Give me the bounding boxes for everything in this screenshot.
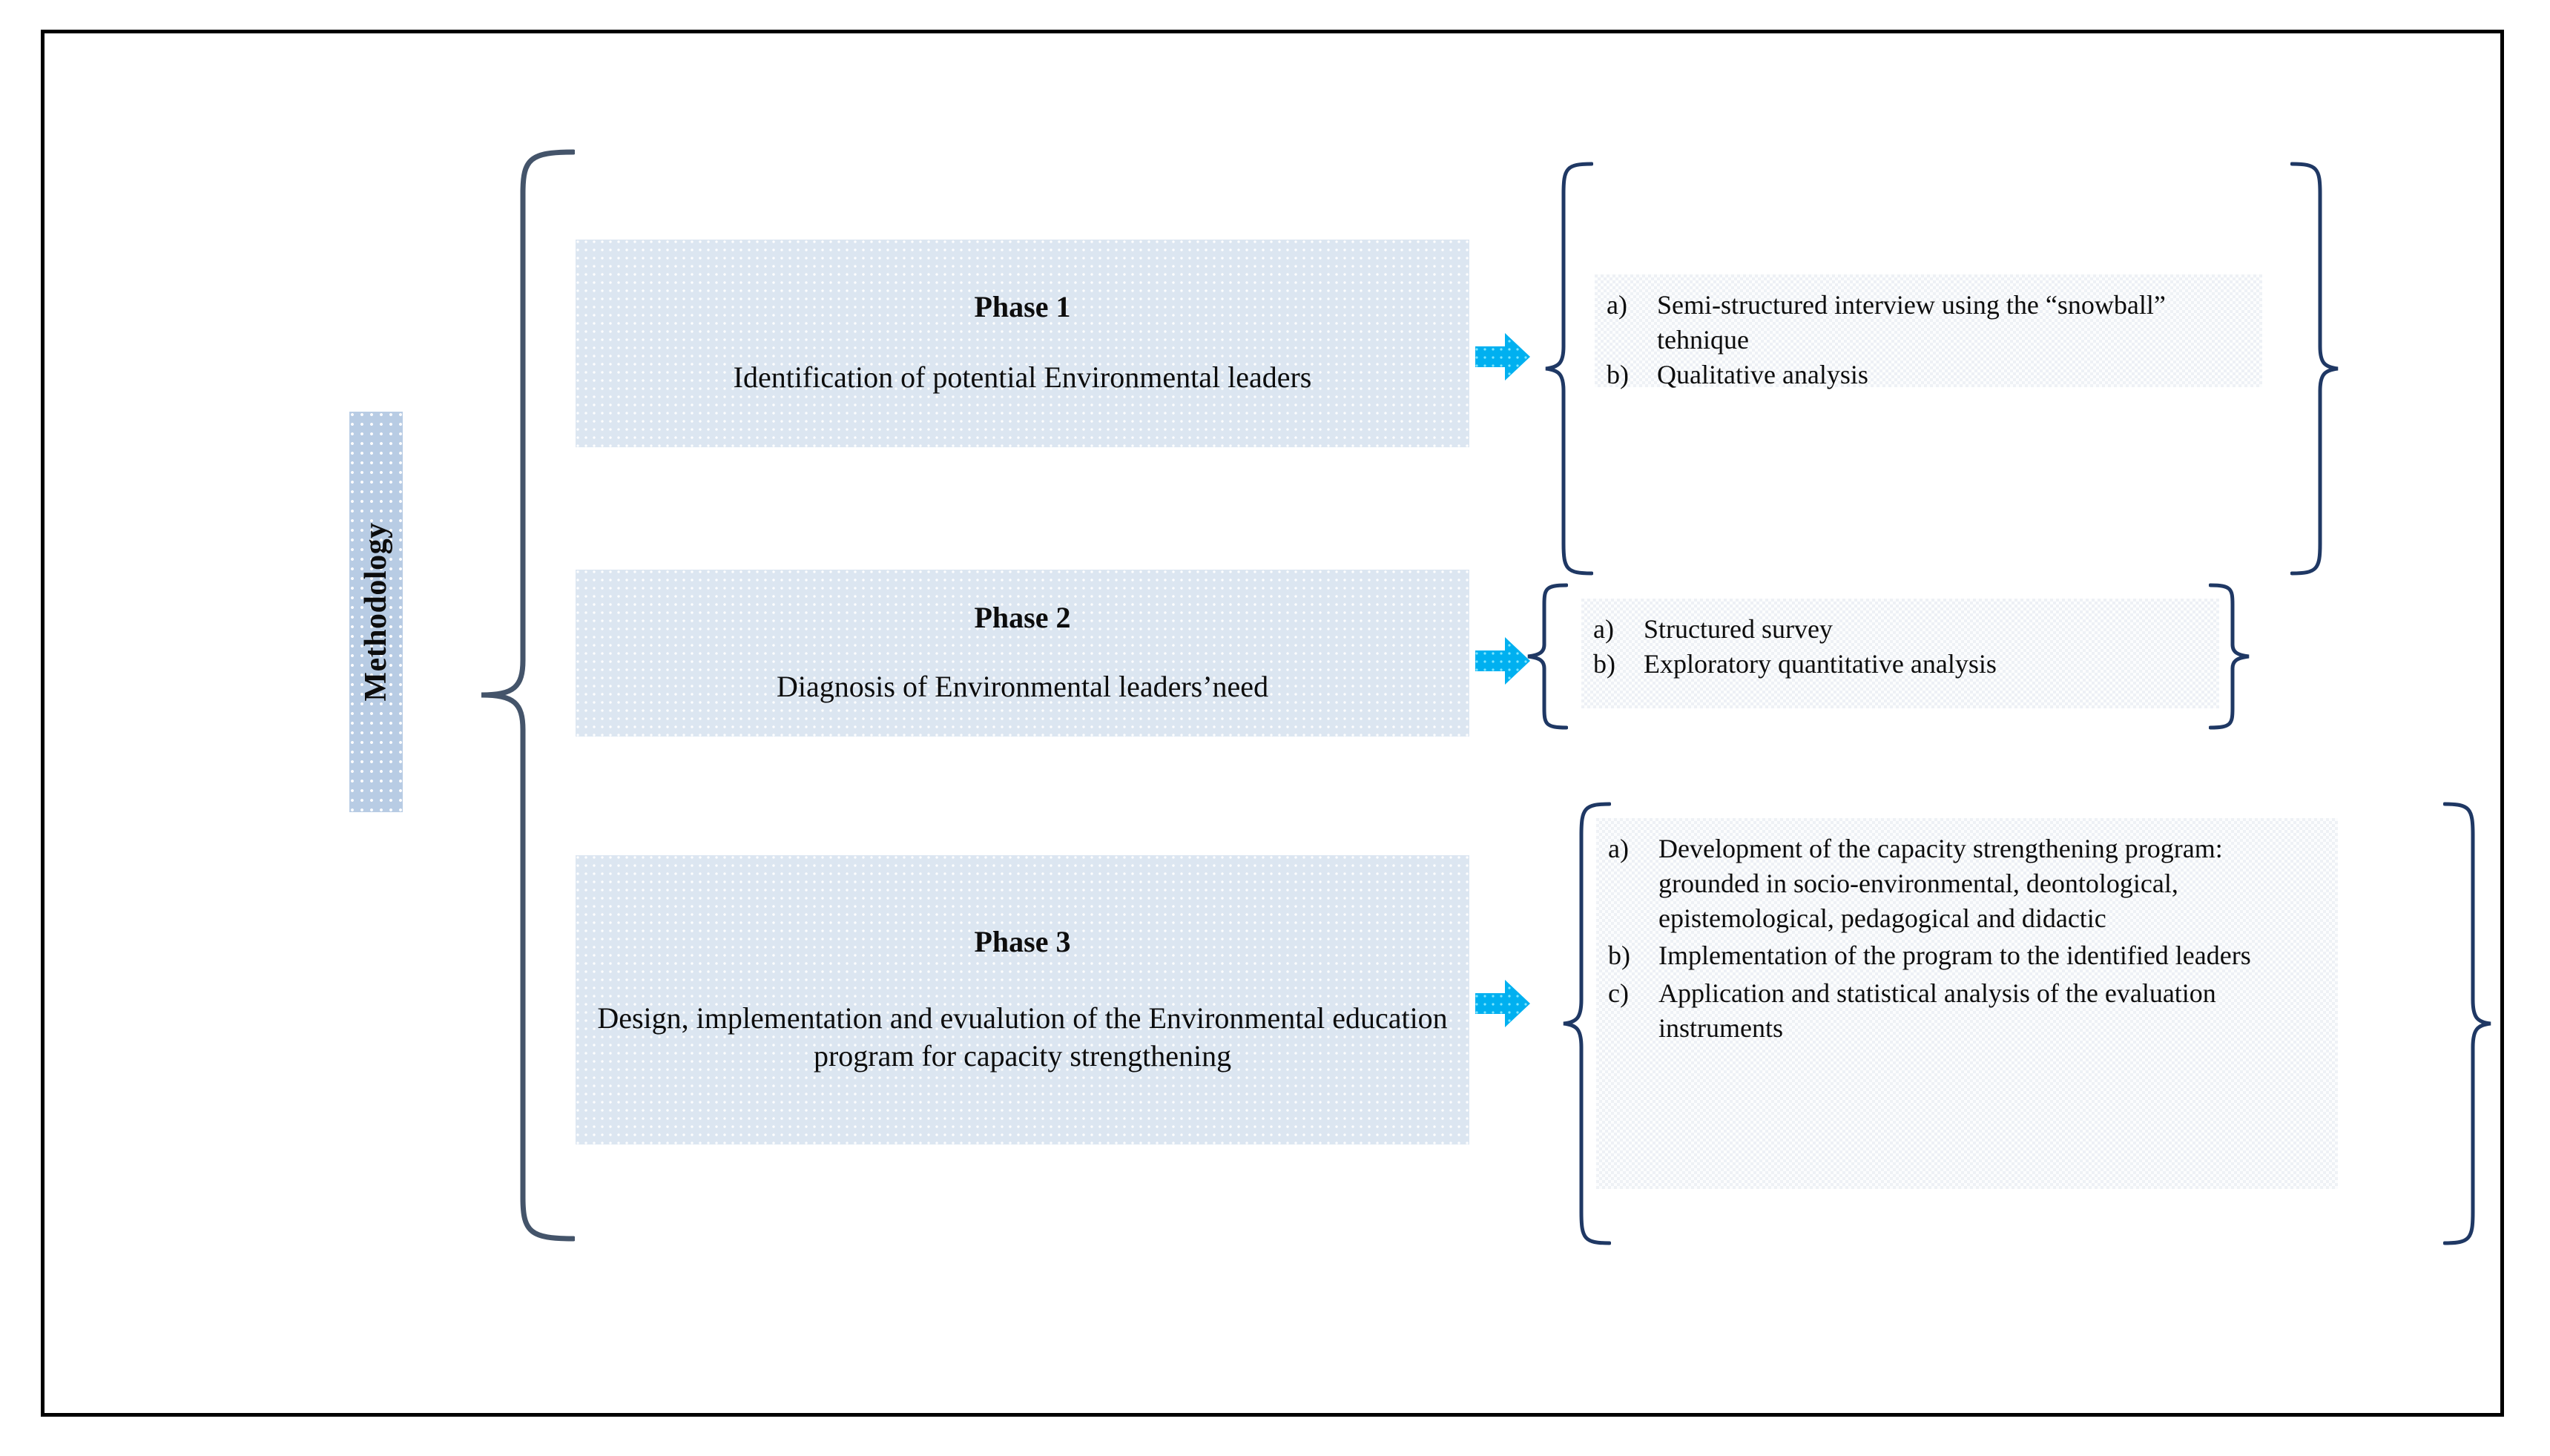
list-item-marker: b) [1608,941,1630,971]
phase-2-description: Diagnosis of Environmental leaders’need [776,669,1269,703]
list-item-text: Semi-structured interview using the “sno… [1657,290,2166,355]
phase-3-title: Phase 3 [974,924,1071,958]
list-item-text: Implementation of the program to the ide… [1658,941,2251,971]
list-item-marker: a) [1607,290,1627,320]
phase-1-title: Phase 1 [974,290,1071,324]
phase-1-methods-list: a) Semi-structured interview using the “… [1595,274,2262,389]
phase-1-list-left-brace [1544,161,1594,576]
phase-2-list-left-brace [1526,582,1569,731]
methodology-label-bar: Methodology [349,412,403,812]
list-item-marker: a) [1593,614,1614,644]
list-item-marker: b) [1593,648,1615,679]
methodology-grouping-brace [478,148,576,1242]
phase-2-list-right-brace [2208,582,2250,731]
phase-2-box: Phase 2 Diagnosis of Environmental leade… [576,570,1469,737]
phase-3-list-right-brace [2442,801,2492,1246]
phase-3-list-left-brace [1562,801,1612,1246]
phase-2-title: Phase 2 [974,600,1071,634]
right-arrow-icon [1474,634,1532,688]
list-item: b) Implementation of the program to the … [1608,938,2327,973]
list-item: a) Structured survey [1593,612,2209,647]
phase-2-methods-list: a) Structured survey b) Exploratory quan… [1581,599,2219,708]
list-item-marker: b) [1607,359,1629,389]
list-item-text: Structured survey [1644,614,1833,644]
figure-frame: Methodology Phase 1 Identification of po… [41,30,2504,1417]
right-arrow-icon [1474,977,1532,1030]
methodology-label-text: Methodology [359,522,393,702]
list-item-text: Exploratory quantitative analysis [1644,648,1997,679]
list-item-marker: c) [1608,978,1629,1009]
phase-1-box: Phase 1 Identification of potential Envi… [576,240,1469,447]
list-item-text: Application and statistical analysis of … [1658,978,2216,1043]
phase-3-description: Design, implementation and evualution of… [597,1001,1448,1073]
list-item-text: Development of the capacity strengthenin… [1658,834,2223,933]
phase-3-box: Phase 3 Design, implementation and evual… [576,855,1469,1144]
list-item: a) Development of the capacity strengthe… [1608,831,2327,935]
list-item: a) Semi-structured interview using the “… [1607,288,2252,358]
right-arrow-icon [1474,330,1532,383]
phase-3-methods-list: a) Development of the capacity strengthe… [1596,818,2338,1189]
list-item-text: Qualitative analysis [1657,359,1868,389]
list-item-marker: a) [1608,834,1629,863]
list-item: b) Exploratory quantitative analysis [1593,647,2209,682]
list-item: b) Qualitative analysis [1607,358,2252,392]
list-item: c) Application and statistical analysis … [1608,976,2327,1046]
phase-1-description: Identification of potential Environmenta… [733,360,1312,395]
phase-1-list-right-brace [2290,161,2339,576]
